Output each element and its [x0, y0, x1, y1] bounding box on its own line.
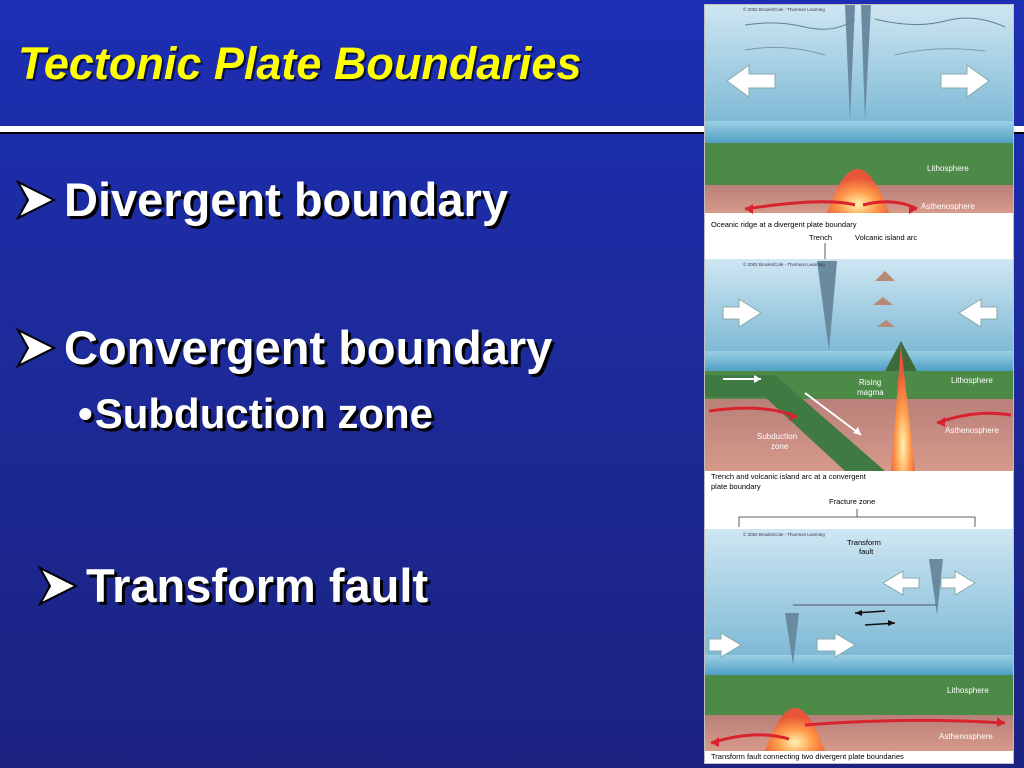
lithosphere-label: Lithosphere	[951, 376, 993, 385]
panel-transform: Fracture zone	[705, 497, 1013, 761]
bullet-label: Transform fault	[86, 559, 429, 612]
panel-convergent: Trench Volcanic island arc	[705, 233, 1013, 491]
lithosphere-label: Lithosphere	[927, 164, 969, 173]
subduction-zone-label: zone	[771, 442, 789, 451]
asthenosphere-label: Asthenosphere	[945, 426, 999, 435]
asthenosphere-label: Asthenosphere	[921, 202, 975, 211]
bullet-label: Subduction zone	[94, 390, 434, 437]
panel-divergent: © 2002 Brooks/Cole - Thomson Learning Li…	[705, 5, 1013, 229]
transform-fault-label: fault	[859, 547, 874, 556]
transform-fault-label: Transform	[847, 538, 881, 547]
bullet-label: Convergent boundary	[64, 321, 553, 374]
bullet-divergent: Divergent boundary	[14, 172, 508, 227]
figure-credit: © 2002 Brooks/Cole - Thomson Learning	[743, 531, 825, 537]
figure-caption: plate boundary	[711, 482, 761, 491]
plate-boundary-figure: © 2002 Brooks/Cole - Thomson Learning Li…	[704, 4, 1014, 764]
figure-credit: © 2002 Brooks/Cole - Thomson Learning	[743, 6, 825, 12]
lithosphere-label: Lithosphere	[947, 686, 989, 695]
bullet-transform: Transform fault	[36, 558, 428, 613]
rising-magma-label: Rising	[859, 378, 881, 387]
trench-label: Trench	[809, 233, 832, 242]
arrow-bullet-icon	[14, 326, 60, 370]
subduction-zone-label: Subduction	[757, 432, 797, 441]
slide-title: Tectonic Plate Boundaries	[18, 38, 582, 89]
title-divider	[0, 126, 1024, 132]
figure-credit: © 2002 Brooks/Cole - Thomson Learning	[743, 261, 825, 267]
volcanic-arc-label: Volcanic island arc	[855, 233, 917, 242]
fracture-zone-label: Fracture zone	[829, 497, 875, 506]
asthenosphere-label: Asthenosphere	[939, 732, 993, 741]
figure-caption: Trench and volcanic island arc at a conv…	[711, 472, 867, 481]
figure-caption: Oceanic ridge at a divergent plate bound…	[711, 220, 857, 229]
bullet-label: Divergent boundary	[64, 173, 508, 226]
sub-bullet-subduction: • Subduction zone	[78, 390, 433, 438]
bullet-convergent: Convergent boundary	[14, 320, 552, 375]
rising-magma-label: magma	[857, 388, 884, 397]
arrow-bullet-icon	[36, 564, 82, 608]
figure-caption: Transform fault connecting two divergent…	[711, 752, 904, 761]
arrow-bullet-icon	[14, 178, 60, 222]
sub-bullet-marker: •	[78, 390, 93, 437]
